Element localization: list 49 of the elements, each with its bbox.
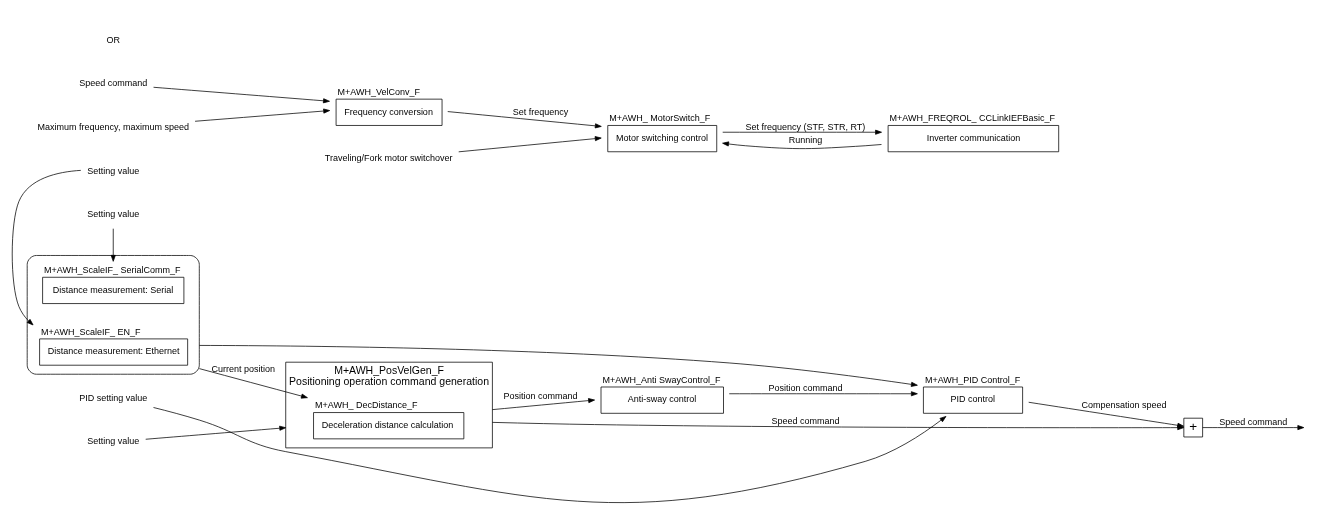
node-text: Maximum frequency, maximum speed [37, 121, 189, 132]
node-label: M+AWH_ MotorSwitch_F [609, 112, 711, 123]
arrow [145, 425, 287, 440]
node-text: Setting value [87, 208, 140, 219]
label: OR [106, 34, 120, 45]
node-text: Speed command [79, 77, 148, 88]
node-label: M+AWH_ DecDistance_F [315, 399, 418, 410]
node-text: Traveling/Fork motor switchover [324, 152, 453, 163]
node-box: Inverter communication [887, 124, 1060, 152]
edge-label: Speed command [1219, 416, 1288, 427]
node-text: PID setting value [79, 392, 148, 403]
arrow [153, 86, 330, 103]
arrow [198, 344, 918, 387]
edge-label: Position command [503, 390, 578, 401]
node-box: Deceleration distance calculation [313, 411, 465, 439]
edge-label: Set frequency [512, 106, 569, 117]
edge-label: Current position [211, 363, 276, 374]
arrow [110, 227, 116, 262]
arrow [11, 169, 82, 325]
arrow [1202, 424, 1305, 430]
edge-label: Running [788, 134, 823, 145]
arrow [492, 397, 595, 410]
edge-label: Set frequency (STF, STR, RT) [745, 121, 866, 132]
node-box: PID control [923, 386, 1023, 414]
node-label: M+AWH_ScaleIF_ SerialComm_F [44, 264, 181, 275]
node-text: Setting value [87, 165, 140, 176]
node-box: + [1183, 417, 1203, 437]
node-box: Distance measurement: Ethernet [39, 338, 189, 366]
node-box: Anti-sway control [600, 386, 724, 414]
arrow [722, 141, 882, 149]
edge-label: Position command [768, 382, 843, 393]
arrow [458, 135, 602, 152]
node-text: Setting value [87, 435, 140, 446]
arrow [728, 390, 918, 396]
arrow [194, 108, 331, 122]
edge-label: Speed command [771, 415, 840, 426]
arrow [447, 110, 602, 128]
node-label: M+AWH_VelConv_F [337, 86, 421, 97]
node-box: Distance measurement: Serial [42, 276, 185, 304]
node-label: M+AWH_FREQROL_ CCLinkIEFBasic_F [889, 112, 1056, 123]
node-label: M+AWH_ScaleIF_ EN_F [41, 326, 141, 337]
arrow [153, 406, 947, 503]
node-box: Frequency conversion [335, 98, 443, 126]
edge-label: Compensation speed [1081, 399, 1167, 410]
node-label: M+AWH_Anti SwayControl_F [602, 374, 721, 385]
node-label: M+AWH_PID Control_F [924, 374, 1021, 385]
arrow [722, 129, 882, 135]
arrow [198, 367, 308, 398]
node-box: Motor switching control [607, 124, 718, 152]
